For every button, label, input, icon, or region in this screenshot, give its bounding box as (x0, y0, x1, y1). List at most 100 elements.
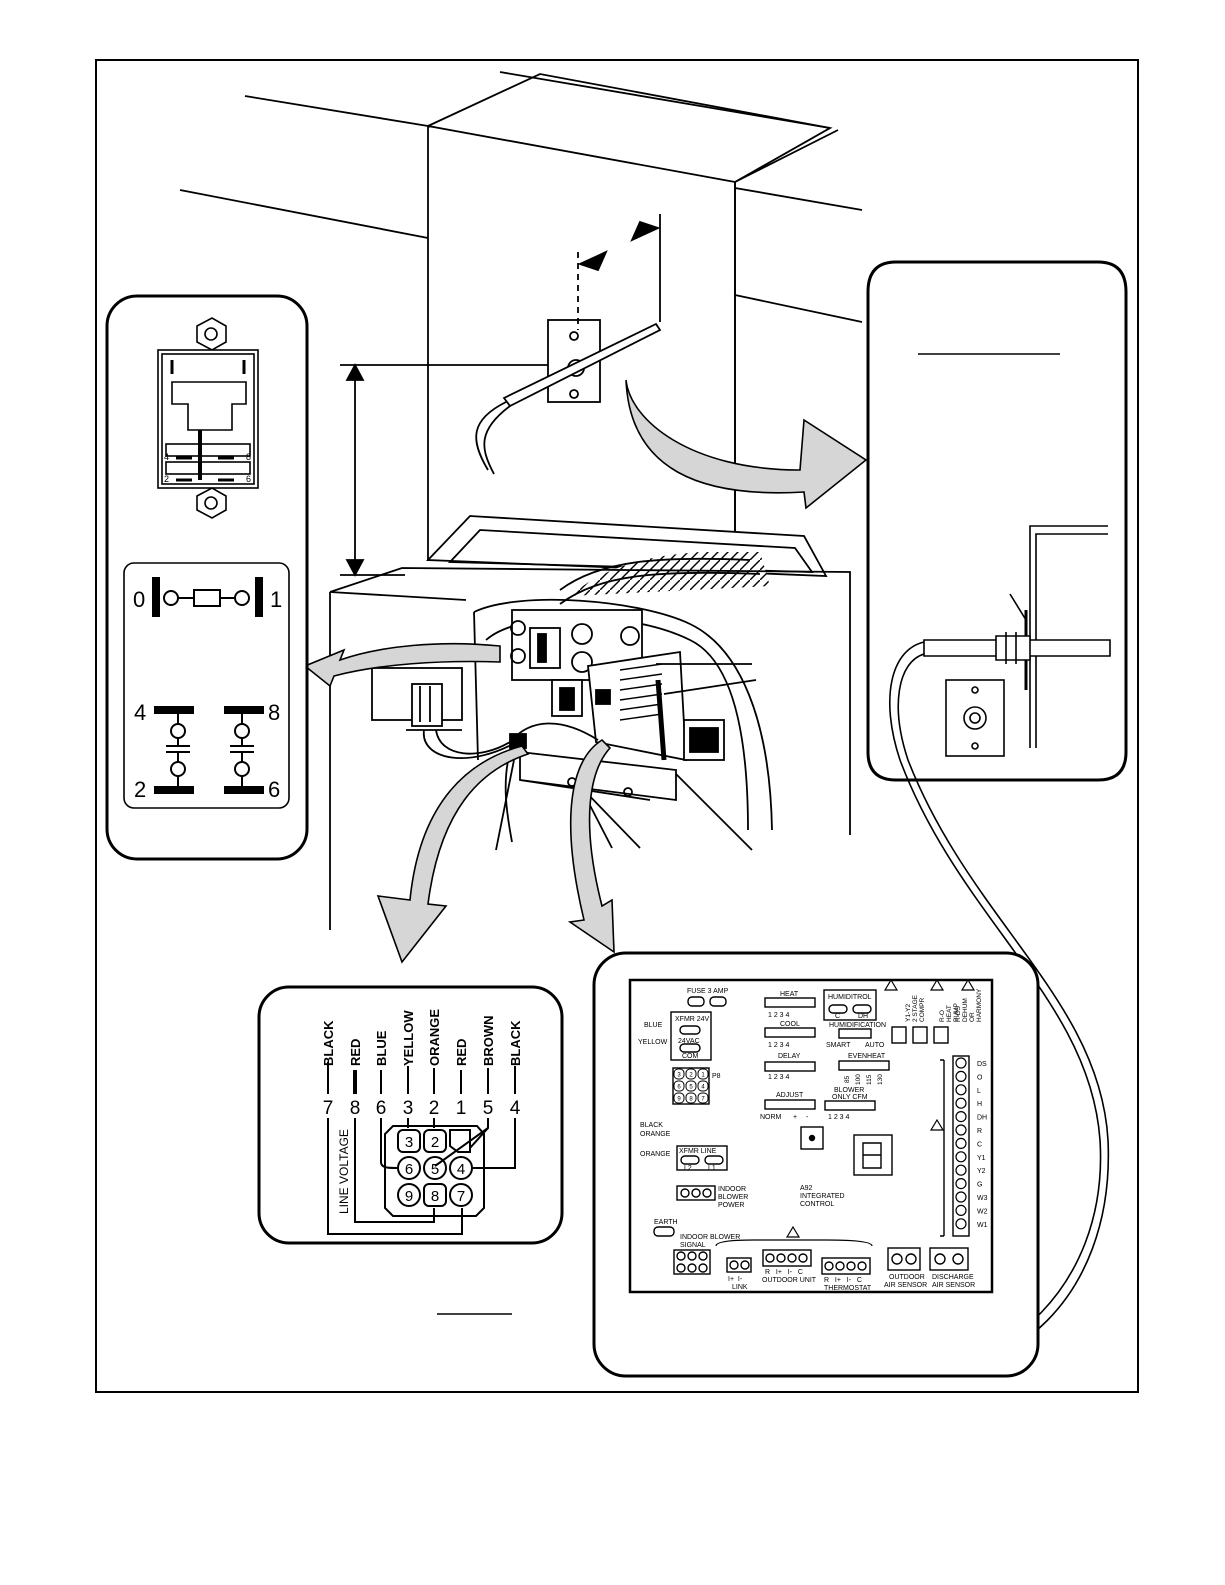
plug-pin-8: 8 (431, 1188, 439, 1205)
relay-terminal-0: 0 (133, 587, 145, 612)
outdoor-air-sensor-label-1: OUTDOOR (889, 1274, 925, 1281)
p8-pin-3 (673, 1068, 685, 1080)
terminal-label-ds: DS (977, 1061, 987, 1068)
plug-wire-color-6: RED (454, 1039, 469, 1066)
outdoor-unit-label: OUTDOOR UNIT (762, 1277, 817, 1284)
plug-pin-3: 3 (405, 1134, 413, 1151)
header3-line4: HARMONY (976, 988, 983, 1022)
relay-face-label-4: 4 (164, 452, 169, 462)
cool-dip-numbers: 1 2 3 4 (768, 1042, 790, 1049)
plug-wire-color-4: YELLOW (401, 1010, 416, 1066)
indoor-blower-power-label-2: BLOWER (718, 1194, 748, 1201)
header2-line2: HEAT (946, 1005, 953, 1022)
terminal-screw-l (955, 1084, 967, 1096)
figure-frame (95, 59, 1139, 1393)
heat-label: HEAT (780, 991, 799, 998)
orange-wire-label-2: ORANGE (640, 1151, 671, 1158)
p8-pin-number-6: 6 (677, 1085, 681, 1091)
p8-pin-number-9: 9 (677, 1097, 681, 1103)
norm-label: NORM (760, 1114, 782, 1121)
cool-label: COOL (780, 1021, 800, 1028)
p8-pin-number-1: 1 (701, 1073, 705, 1079)
discharge-air-sensor-label-1: DISCHARGE (932, 1274, 974, 1281)
xfmr-line-label: XFMR LINE (679, 1148, 717, 1155)
plug-pin-9: 9 (405, 1188, 413, 1205)
plug-body (327, 1118, 516, 1235)
terminal-label-y1: Y1 (977, 1155, 986, 1162)
plug-wire-number-3: 6 (376, 1098, 387, 1119)
duct-section (889, 525, 1111, 1360)
l2-label: L2 (684, 1165, 692, 1172)
xfmr-24v-label: XFMR 24V (675, 1016, 710, 1023)
terminal-screw-o (955, 1070, 967, 1083)
fuse-label: FUSE 3 AMP (687, 988, 729, 995)
terminal-strip-screws (955, 1057, 967, 1230)
plug-wire-number-7: 5 (483, 1098, 494, 1119)
p8-pin-number-2: 2 (689, 1073, 693, 1079)
terminal-screw-w3 (955, 1191, 967, 1203)
header1-line1: Y1-Y2 (905, 1004, 912, 1022)
relay-face-label-2: 2 (164, 474, 169, 484)
plug-wire-color-3: BLUE (374, 1030, 389, 1066)
relay-callout: 4 8 2 6 (105, 294, 309, 861)
plug-wire-color-7: BROWN (481, 1015, 496, 1066)
terminal-screw-y1 (955, 1151, 967, 1163)
indoor-blower-power-label-3: POWER (718, 1202, 744, 1209)
plug-wire-color-8: BLACK (508, 1020, 523, 1066)
delay-dip-numbers: 1 2 3 4 (768, 1074, 790, 1081)
p8-pin-1 (697, 1068, 709, 1080)
plug-pin-5: 5 (431, 1161, 439, 1178)
plug-wire-number-5: 2 (429, 1098, 440, 1119)
p8-pin-number-5: 5 (689, 1085, 693, 1091)
relay-contact-symbol (154, 706, 264, 794)
plug-pin-4: 4 (457, 1161, 465, 1178)
humidification-label: HUMIDIFICATION (829, 1022, 886, 1029)
terminal-screw-y2 (955, 1164, 967, 1176)
header3-line2: DEHUM (962, 998, 969, 1022)
plug-wire-number-2: 8 (350, 1098, 361, 1119)
terminal-label-c: C (977, 1141, 982, 1148)
warning-icons (785, 978, 976, 1238)
indoor-blower-power-label-1: INDOOR (718, 1186, 746, 1193)
l1-label: L1 (708, 1165, 716, 1172)
a92-label-2: INTEGRATED (800, 1193, 845, 1200)
terminal-label-g: G (977, 1182, 982, 1189)
humiditrol-c-label: C (835, 1013, 840, 1020)
equipment-illustration (179, 71, 868, 964)
link-pins-label: I+ I- (728, 1276, 743, 1283)
p8-pin-number-4: 4 (701, 1085, 705, 1091)
header3-line3: OR (969, 1012, 976, 1022)
minus-label: - (806, 1114, 809, 1121)
link-label: LINK (732, 1284, 748, 1291)
relay-terminal-4: 4 (134, 700, 146, 725)
plug-pin-2: 2 (431, 1134, 439, 1151)
line-voltage-label: LINE VOLTAGE (337, 1129, 351, 1214)
blue-wire-label: BLUE (644, 1022, 663, 1029)
p8-pin-8 (685, 1092, 697, 1104)
plug-wire-number-4: 3 (403, 1098, 414, 1119)
terminal-label-o: O (977, 1074, 983, 1081)
terminal-label-w3: W3 (977, 1195, 988, 1202)
indoor-blower-signal-label-1: INDOOR BLOWER (680, 1234, 740, 1241)
plug-wire-number-6: 1 (456, 1098, 467, 1119)
sensor-callout (866, 260, 1128, 1360)
terminal-screw-w2 (955, 1204, 967, 1217)
plug-callout (257, 985, 564, 1315)
terminal-screw-w1 (955, 1218, 967, 1230)
indoor-blower-signal-label-2: SIGNAL (680, 1242, 706, 1249)
outdoor-air-sensor-label-2: AIR SENSOR (884, 1282, 927, 1289)
header2-line3: PUMP (953, 1003, 960, 1022)
plug-wire-color-2: RED (348, 1039, 363, 1066)
relay-coil-symbol (152, 577, 263, 617)
earth-label: EARTH (654, 1219, 678, 1226)
terminal-screw-dh (955, 1110, 967, 1123)
outdoor-unit-pins-label: R I+ I- C (765, 1269, 803, 1276)
board-components (653, 989, 970, 1275)
plug-wire-labels: BLACK7RED8BLUE6YELLOW3ORANGE2RED1BROWN5B… (321, 1009, 523, 1119)
smart-label: SMART (826, 1042, 851, 1049)
a92-label-1: A92 (800, 1185, 813, 1192)
terminal-screw-h (955, 1097, 967, 1109)
